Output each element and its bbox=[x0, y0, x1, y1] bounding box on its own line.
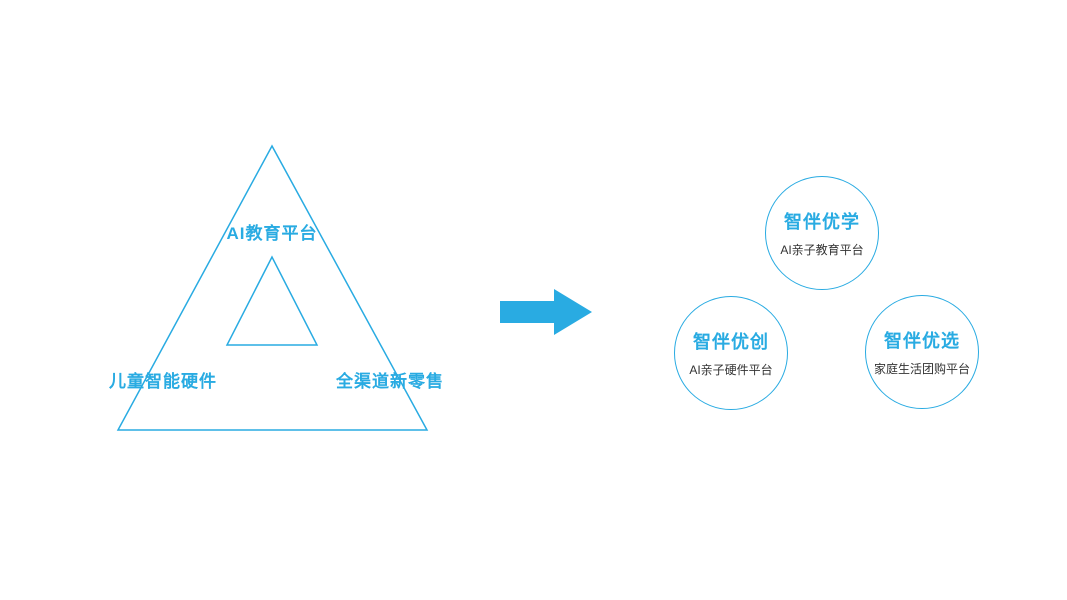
bubble-hardware-subtitle: AI亲子硬件平台 bbox=[689, 363, 773, 377]
right-arrow-icon bbox=[500, 289, 592, 335]
bubble-groupbuy-subtitle: 家庭生活团购平台 bbox=[873, 362, 970, 376]
bubble-education-title: 智伴优学 bbox=[784, 212, 860, 232]
inner-triangle bbox=[225, 255, 319, 346]
pyramid-top-label: AI教育平台 bbox=[226, 224, 318, 243]
bubble-hardware: 智伴优创 AI亲子硬件平台 bbox=[674, 296, 788, 410]
bubble-education-subtitle: AI亲子教育平台 bbox=[780, 243, 864, 257]
pyramid-bottom-right-label: 全渠道新零售 bbox=[336, 372, 444, 391]
outer-triangle bbox=[116, 144, 429, 431]
bubble-groupbuy-title: 智伴优选 bbox=[884, 331, 960, 351]
bubble-education: 智伴优学 AI亲子教育平台 bbox=[765, 176, 879, 290]
pyramid-bottom-left-label: 儿童智能硬件 bbox=[109, 372, 217, 391]
bubble-hardware-title: 智伴优创 bbox=[693, 332, 769, 352]
bubble-groupbuy: 智伴优选 家庭生活团购平台 bbox=[865, 295, 979, 409]
